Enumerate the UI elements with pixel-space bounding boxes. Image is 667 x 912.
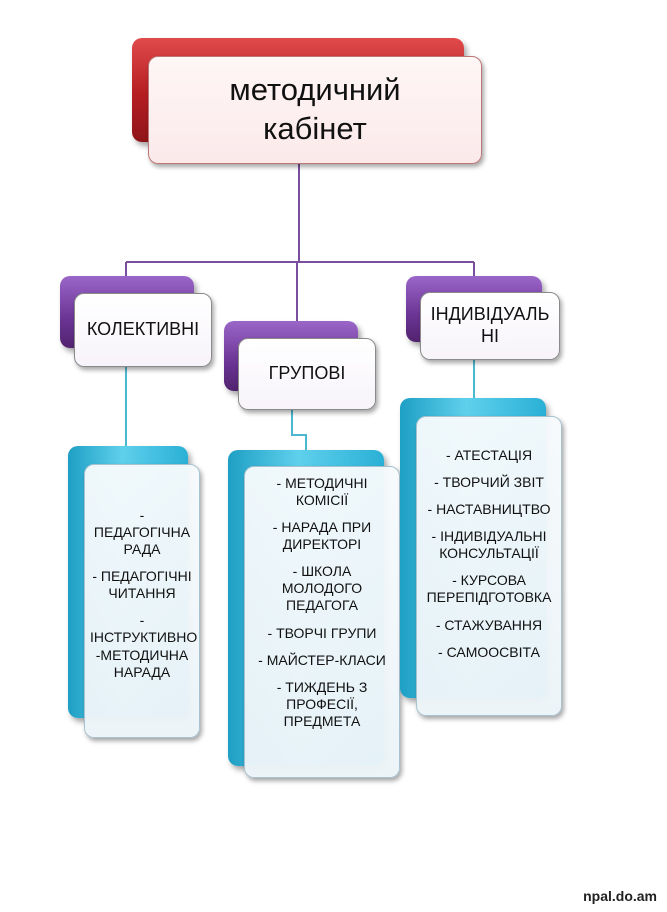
list-item: - ТВОРЧІ ГРУПИ (267, 624, 377, 641)
list-item: - ШКОЛА МОЛОДОГО ПЕДАГОГА (281, 563, 363, 614)
root-title: методичний кабінет (229, 72, 401, 146)
group-title: ГРУПОВІ (268, 363, 346, 384)
list-item: - ПЕДАГОГІЧНА РАДА (93, 507, 191, 558)
collective-title: КОЛЕКТИВНІ (86, 319, 200, 340)
list-item: - ІНСТРУКТИВНО -МЕТОДИЧНА НАРАДА (90, 612, 198, 680)
list-item: - МЕТОДИЧНІ КОМІСІЇ (276, 475, 368, 509)
list-item: - АТЕСТАЦІЯ (445, 447, 533, 463)
list-item: - ІНДИВІДУАЛЬНІ КОНСУЛЬТАЦІЇ (431, 528, 547, 562)
individual-title: ІНДИВІДУАЛЬНІ (430, 304, 550, 346)
group-list-connector (291, 410, 307, 452)
watermark: npal.do.am (583, 888, 657, 904)
root-node: методичний кабінет (148, 56, 482, 164)
list-item: - ТВОРЧИЙ ЗВІТ (434, 474, 544, 491)
list-item: - НАРАДА ПРИ ДИРЕКТОРІ (272, 519, 372, 553)
group-header: ГРУПОВІ (238, 338, 376, 410)
collective-header: КОЛЕКТИВНІ (74, 293, 212, 367)
list-item: - НАСТАВНИЦТВО (427, 501, 551, 518)
individual-header: ІНДИВІДУАЛЬНІ (420, 292, 560, 360)
individual-list: - АТЕСТАЦІЯ - ТВОРЧИЙ ЗВІТ - НАСТАВНИЦТВ… (416, 416, 562, 716)
list-item: - ТИЖДЕНЬ З ПРОФЕСІЇ, ПРЕДМЕТА (276, 678, 368, 729)
list-item: - ПЕДАГОГІЧНІ ЧИТАННЯ (92, 568, 192, 602)
group-list: - МЕТОДИЧНІ КОМІСІЇ - НАРАДА ПРИ ДИРЕКТО… (244, 466, 400, 778)
list-item: - СТАЖУВАННЯ (435, 616, 543, 633)
list-item: - КУРСОВА ПЕРЕПІДГОТОВКА (426, 572, 552, 606)
list-item: - САМООСВІТА (438, 643, 540, 660)
list-item: - МАЙСТЕР-КЛАСИ (258, 651, 386, 668)
collective-list: - ПЕДАГОГІЧНА РАДА - ПЕДАГОГІЧНІ ЧИТАННЯ… (84, 464, 200, 738)
